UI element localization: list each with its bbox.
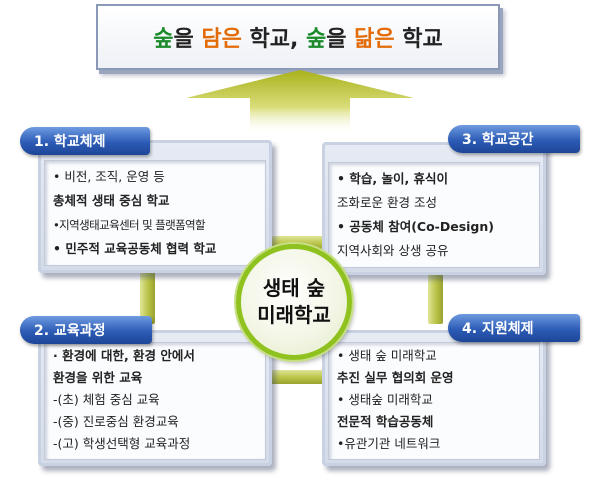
panel-support-system: • 생태 숲 미래학교 추진 실무 협의회 운영 • 생태숲 미래학교 전문적 … xyxy=(322,330,546,466)
panel-school-space-content: • 학습, 놀이, 휴식이 조화로운 환경 조성 • 공동체 참여(Co-Des… xyxy=(328,162,540,268)
panel-line: 전문적 학습공동체 xyxy=(337,414,434,429)
panel-line: 지역사회와 상생 공유 xyxy=(337,243,449,258)
panel-school-system-title: 1. 학교체제 xyxy=(20,127,150,155)
panel-support-system-content: • 생태 숲 미래학교 추진 실무 협의회 운영 • 생태숲 미래학교 전문적 … xyxy=(328,342,540,460)
panel-curriculum-title: 2. 교육과정 xyxy=(20,316,152,344)
panel-line: 환경을 위한 교육 xyxy=(53,370,143,385)
panel-line: • 학습, 놀이, 휴식이 xyxy=(337,171,449,186)
banner-part-2: 을 xyxy=(173,27,202,52)
banner-part-7: 닮은 xyxy=(354,27,395,52)
banner-part-6: 을 xyxy=(326,27,355,52)
panel-support-system-title: 4. 지원체제 xyxy=(448,314,580,342)
panel-curriculum-content: · 환경에 대한, 환경 안에서 환경을 위한 교육 -(초) 체험 중심 교육… xyxy=(44,342,266,460)
center-line-2: 미래학교 xyxy=(257,303,331,327)
panel-line: • 공동체 참여(Co-Design) xyxy=(337,219,494,234)
panel-curriculum: · 환경에 대한, 환경 안에서 환경을 위한 교육 -(초) 체험 중심 교육… xyxy=(38,330,272,466)
panel-school-system-content: • 비전, 조직, 운영 등 총체적 생태 중심 학교 •지역생태교육센터 및 … xyxy=(44,160,266,266)
connector-left xyxy=(140,262,155,324)
panel-line: • 민주적 교육공동체 협력 학교 xyxy=(53,241,217,256)
panel-line: -(중) 진로중심 환경교육 xyxy=(53,414,179,429)
panel-line: • 비전, 조직, 운영 등 xyxy=(53,169,165,184)
panel-school-system: • 비전, 조직, 운영 등 총체적 생태 중심 학교 •지역생태교육센터 및 … xyxy=(38,140,272,273)
panel-line: · 환경에 대한, 환경 안에서 xyxy=(53,348,195,363)
panel-line: -(고) 학생선택형 교육과정 xyxy=(53,436,191,451)
up-arrow-icon xyxy=(186,70,414,132)
panel-line: •유관기관 네트워크 xyxy=(337,436,441,451)
panel-line: • 생태 숲 미래학교 xyxy=(337,348,437,363)
panel-line: 조화로운 환경 조성 xyxy=(337,195,437,210)
panel-line: • 생태숲 미래학교 xyxy=(337,392,433,407)
center-line-1: 생태 숲 xyxy=(262,276,326,300)
banner-part-3: 담은 xyxy=(201,27,242,52)
panel-line: •지역생태교육센터 및 플랫폼역할 xyxy=(53,218,206,232)
connector-right xyxy=(428,262,443,324)
banner-part-4: 학교, xyxy=(241,27,306,52)
panel-line: 추진 실무 협의회 운영 xyxy=(337,370,454,385)
banner-part-8: 학교 xyxy=(394,27,443,52)
panel-school-space-title: 3. 학교공간 xyxy=(448,125,580,153)
banner-part-5: 숲 xyxy=(306,27,327,52)
panel-line: 총체적 생태 중심 학교 xyxy=(53,193,170,208)
center-circle: 생태 숲 미래학교 xyxy=(236,244,352,360)
banner-part-1: 숲 xyxy=(153,27,174,52)
panel-school-space: • 학습, 놀이, 휴식이 조화로운 환경 조성 • 공동체 참여(Co-Des… xyxy=(322,142,546,275)
panel-line: -(초) 체험 중심 교육 xyxy=(53,392,160,407)
